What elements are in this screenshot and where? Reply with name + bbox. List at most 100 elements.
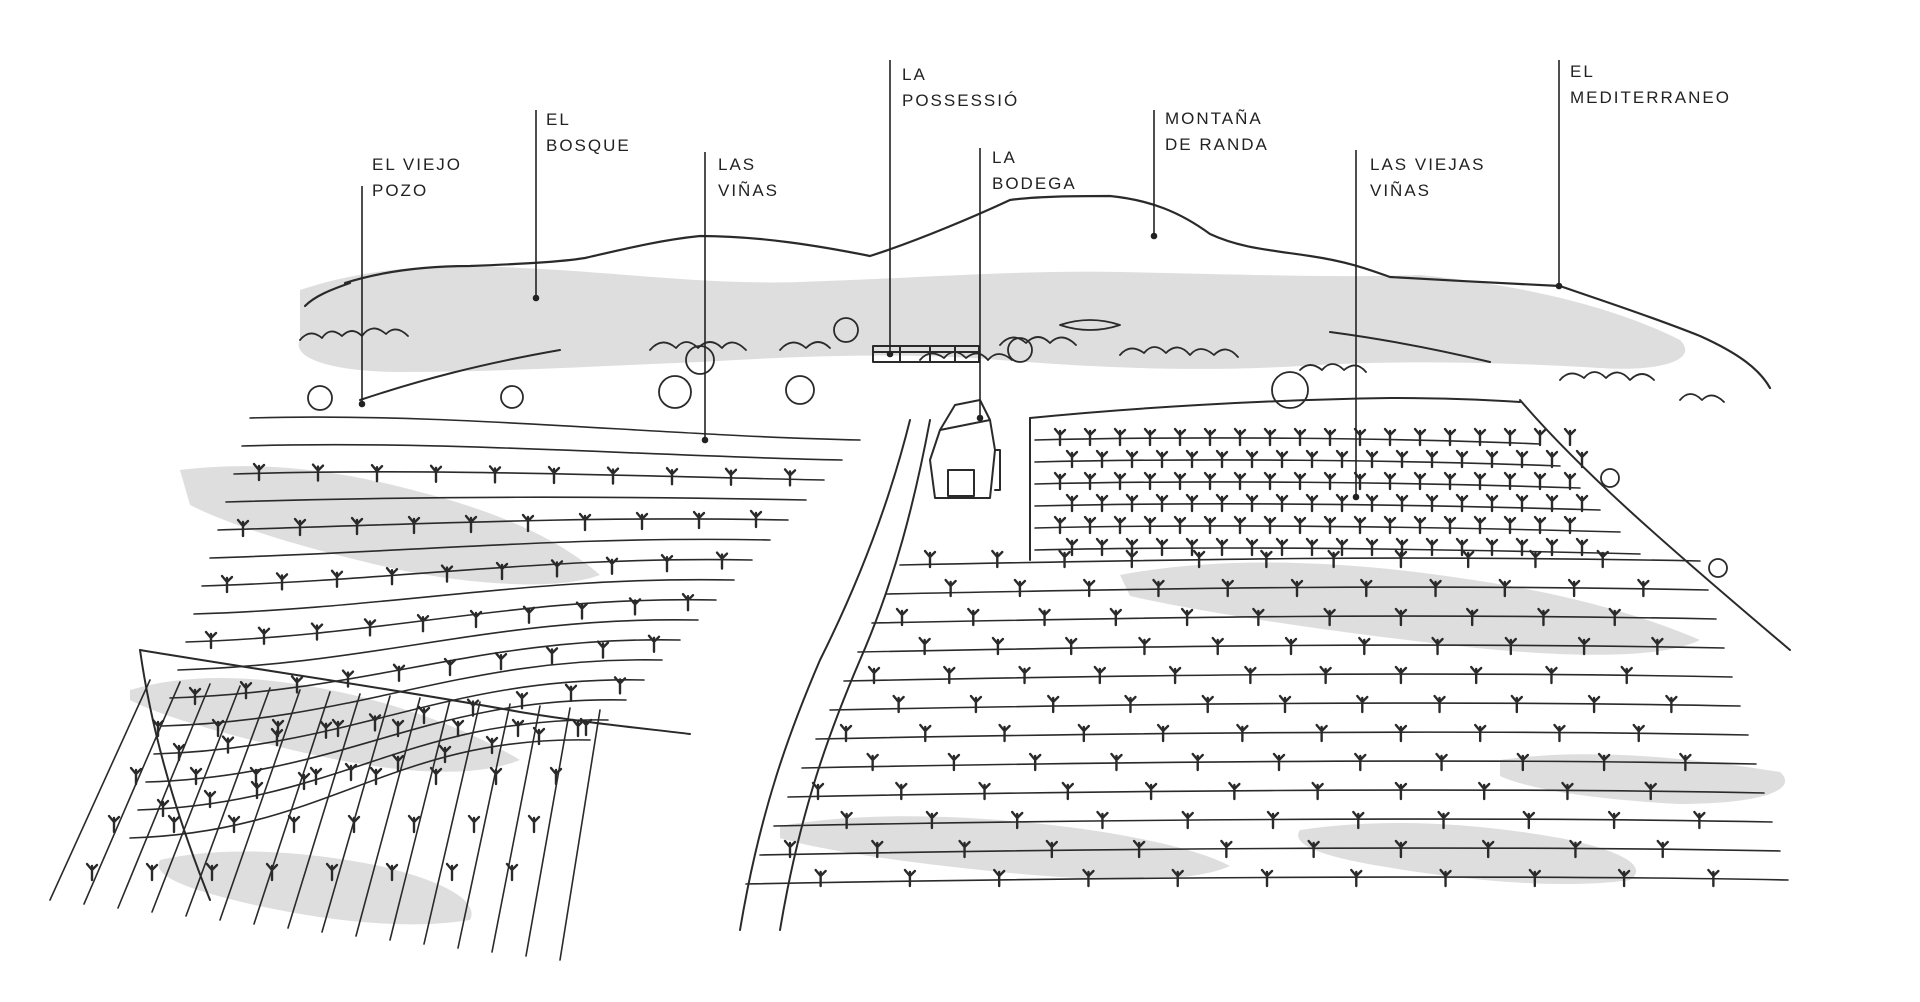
vine-plant <box>107 814 121 834</box>
vine-row-right <box>871 615 1717 624</box>
vine-plant <box>1533 515 1547 535</box>
vine-plant <box>1083 471 1097 491</box>
vine-plant <box>1038 607 1051 627</box>
vine-plant <box>550 559 564 578</box>
vine-plant <box>1545 665 1558 685</box>
vine-plant <box>1425 449 1439 469</box>
label-line: POZO <box>372 181 428 200</box>
vine-plant <box>749 509 763 529</box>
vine-plant <box>1395 493 1409 513</box>
vine-plant <box>596 640 610 659</box>
vine-plant <box>1504 636 1518 656</box>
vine-plant <box>1110 752 1123 772</box>
vine-plant <box>488 465 502 484</box>
vine-plant <box>440 564 454 583</box>
vine-plant <box>724 467 738 486</box>
vine-plant <box>385 862 399 882</box>
leader-dot-el-bosque <box>532 294 540 302</box>
vine-plant <box>344 762 358 782</box>
vine-plant <box>1113 471 1127 491</box>
label-line: BOSQUE <box>546 136 631 155</box>
vine-plant <box>297 771 311 791</box>
leader-dot-las-viejas-vinas <box>1352 493 1360 501</box>
label-el-bosque: EL BOSQUE <box>546 110 631 155</box>
vine-plant <box>341 669 355 688</box>
vine-plant <box>445 862 459 882</box>
vine-row-lower-left <box>423 701 481 945</box>
vine-plant <box>369 766 383 786</box>
vine-plant <box>1620 665 1633 685</box>
vine-plant <box>1481 839 1495 859</box>
vine-plant <box>1563 471 1577 491</box>
vine-plant <box>1425 493 1439 513</box>
vine-plant <box>923 549 937 569</box>
vine-plant <box>407 814 421 834</box>
vine-plant <box>1395 449 1409 469</box>
vine-plant <box>1203 471 1217 491</box>
vine-plant <box>167 814 181 834</box>
vine-plant <box>494 652 508 671</box>
vine-plant <box>438 744 452 764</box>
vine-plant <box>1358 636 1371 656</box>
vine-row-left <box>241 443 843 461</box>
vine-plant <box>1143 515 1157 535</box>
vine-plant <box>505 862 519 882</box>
label-line: EL <box>546 110 571 129</box>
vine-plant <box>1220 839 1233 859</box>
vine-plant <box>1455 493 1469 513</box>
vine-plant <box>1058 549 1071 569</box>
vine-plant <box>1191 752 1204 772</box>
vine-row-left <box>249 416 861 441</box>
vine-plant <box>1233 515 1247 535</box>
vine-plant <box>1469 665 1483 685</box>
vine-plant <box>370 464 384 483</box>
vine-row-lower-left <box>525 707 571 957</box>
vine-plant <box>692 510 706 530</box>
vine-plant <box>635 511 649 531</box>
vine-plant <box>363 618 377 637</box>
vine-plant <box>275 572 289 591</box>
label-leader-lines <box>358 60 1563 501</box>
vine-plant <box>605 556 619 575</box>
vine-row-lower-left <box>287 693 361 929</box>
vine-plant <box>1431 636 1444 656</box>
vine-plant <box>1284 636 1298 656</box>
vine-plant <box>1637 578 1650 598</box>
vine-plant <box>1353 515 1367 535</box>
vine-plant <box>606 466 620 485</box>
vine-plant <box>1350 868 1363 888</box>
vine-plant <box>239 681 253 700</box>
vine-row-lower-left <box>151 685 241 913</box>
vine-plant <box>1095 449 1109 469</box>
vine-plant <box>1064 636 1078 656</box>
vine-plant <box>330 569 344 588</box>
vine-plant <box>1082 578 1096 598</box>
vine-row-left <box>169 639 681 699</box>
vine-plant <box>290 675 304 694</box>
vine-plant <box>1656 839 1669 859</box>
vine-plant <box>350 516 364 536</box>
vine-plant <box>1185 449 1199 469</box>
vine-plant <box>1503 515 1517 535</box>
leader-dot-la-bodega <box>976 414 984 422</box>
vine-row-left <box>177 618 699 671</box>
vine-plant <box>466 698 480 717</box>
vine-plant <box>129 766 143 786</box>
vine-plant <box>1383 427 1397 447</box>
vine-plant <box>1065 493 1079 513</box>
vine-plant <box>1352 810 1365 830</box>
vine-plant <box>1596 549 1609 569</box>
vine-plant <box>1013 578 1027 598</box>
vine-row-lower-left <box>117 683 211 909</box>
vine-plant <box>1533 427 1547 447</box>
vine-plant <box>1503 471 1517 491</box>
vine-plant <box>925 810 939 830</box>
vine-plant <box>1180 607 1194 627</box>
vine-plant <box>1275 493 1289 513</box>
vine-plant <box>391 753 405 773</box>
bottom-field-shading <box>780 816 1230 880</box>
vine-plant <box>325 862 339 882</box>
vine-plant <box>1413 515 1427 535</box>
